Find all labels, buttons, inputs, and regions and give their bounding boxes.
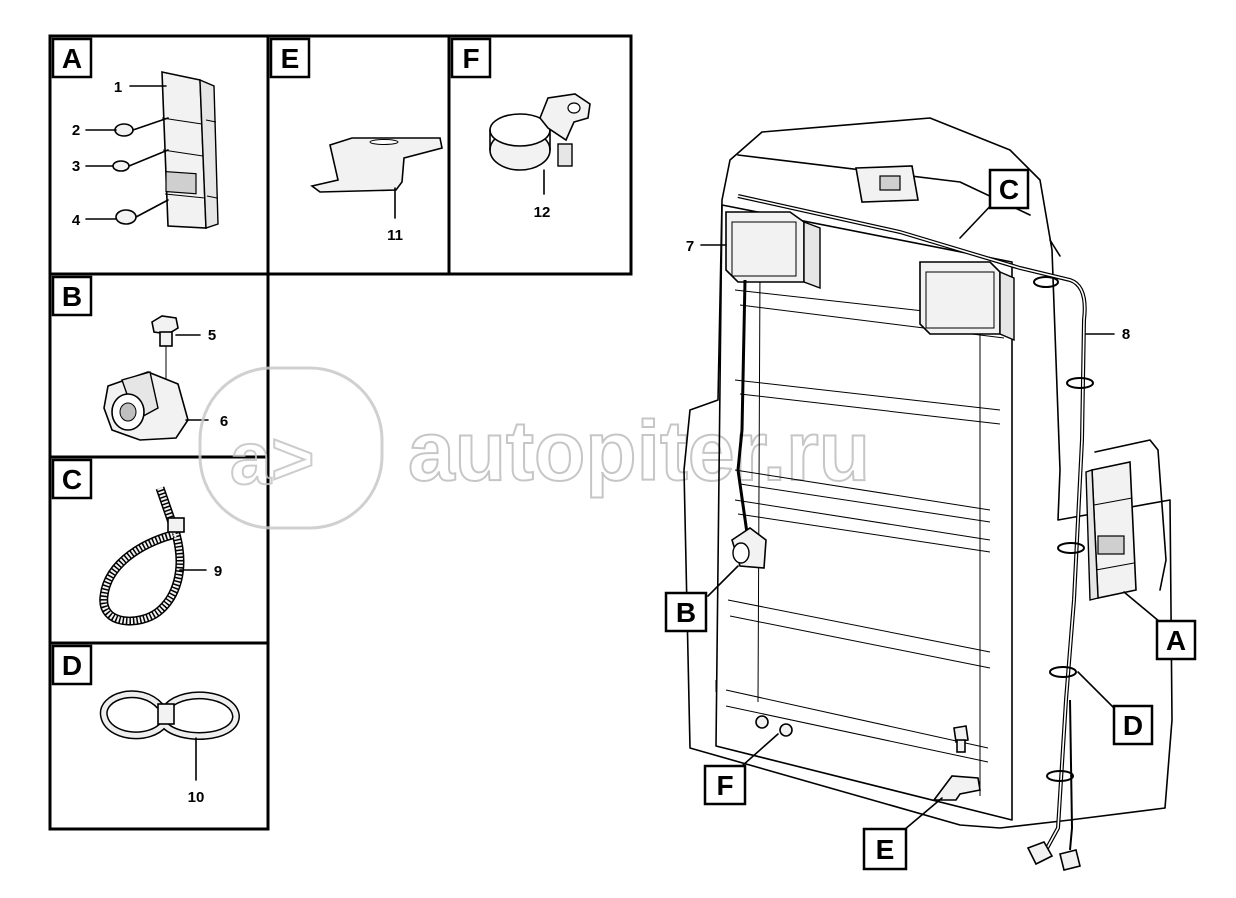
panel-d-letter: D <box>62 650 82 681</box>
part-label-8: 8 <box>1122 326 1130 343</box>
panel-f-clamp-drawing: 12 <box>489 93 591 221</box>
part-label-7: 7 <box>686 238 694 255</box>
part-label-4: 4 <box>72 212 81 229</box>
part-label-3: 3 <box>72 158 80 175</box>
callout-f: F <box>716 770 733 801</box>
part-label-12: 12 <box>534 204 551 221</box>
panel-d-clamp-drawing: 10 <box>99 690 241 806</box>
callout-b: B <box>676 597 696 628</box>
watermark-text: autopiter.ru <box>408 404 870 498</box>
panel-letter-tags: A E F B C D <box>51 37 492 686</box>
panel-b-letter: B <box>62 281 82 312</box>
callout-a: A <box>1166 625 1186 656</box>
panel-b-clip-drawing: 5 6 <box>103 315 228 441</box>
callout-d: D <box>1123 710 1143 741</box>
part-label-2: 2 <box>72 122 80 139</box>
callout-c: C <box>999 174 1019 205</box>
svg-text:a>: a> <box>230 417 314 500</box>
part-label-6: 6 <box>220 413 228 430</box>
panel-e-bracket-drawing: 11 <box>310 137 443 244</box>
part-label-11: 11 <box>387 227 403 244</box>
part-label-10: 10 <box>188 789 205 806</box>
part-label-5: 5 <box>208 327 216 344</box>
main-assembly-view: 7 8 C B A D F E <box>664 117 1197 871</box>
watermark: a> autopiter.ru <box>198 366 871 530</box>
panel-a-letter: A <box>62 43 82 74</box>
part-label-1: 1 <box>114 79 122 96</box>
part-label-9: 9 <box>214 563 222 580</box>
panel-a-lamp-drawing: 1 2 3 4 <box>72 71 219 229</box>
panel-slats <box>725 269 1005 796</box>
panel-c-tie-drawing: 9 <box>99 486 222 626</box>
callout-e: E <box>876 834 895 865</box>
panel-f-letter: F <box>462 43 479 74</box>
panel-e-letter: E <box>281 43 300 74</box>
panel-c-letter: C <box>62 464 82 495</box>
